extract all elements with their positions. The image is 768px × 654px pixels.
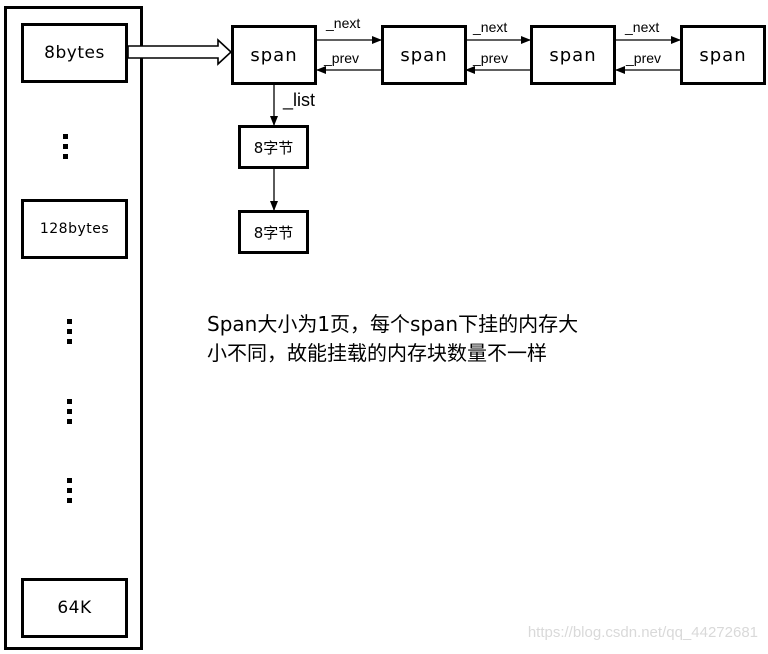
span-node: span bbox=[530, 25, 616, 85]
explanation-note: Span大小为1页，每个span下挂的内存大 小不同，故能挂载的内存块数量不一样 bbox=[207, 310, 647, 368]
block-arrow-icon bbox=[127, 38, 233, 66]
memory-block: 8字节 bbox=[238, 125, 309, 169]
size-class-label: 128bytes bbox=[39, 221, 110, 237]
next-label: _next bbox=[625, 19, 660, 35]
next-label: _next bbox=[473, 19, 508, 35]
note-line: Span大小为1页，每个span下挂的内存大 bbox=[207, 312, 579, 336]
prev-label: _prev bbox=[324, 50, 360, 66]
span-label: span bbox=[699, 44, 747, 66]
size-class-128bytes: 128bytes bbox=[21, 199, 128, 259]
span-label: span bbox=[250, 44, 298, 66]
memory-block-label: 8字节 bbox=[253, 223, 294, 242]
watermark: https://blog.csdn.net/qq_44272681 bbox=[527, 624, 758, 641]
size-class-label: 8bytes bbox=[44, 43, 105, 63]
span-node: span bbox=[680, 25, 766, 85]
size-class-64k: 64K bbox=[21, 578, 128, 638]
prev-label: _prev bbox=[626, 50, 662, 66]
size-class-8bytes: 8bytes bbox=[21, 23, 128, 83]
note-line: 小不同，故能挂载的内存块数量不一样 bbox=[207, 341, 547, 365]
prev-label: _prev bbox=[473, 50, 509, 66]
size-class-label: 64K bbox=[57, 598, 92, 618]
span-node: span bbox=[381, 25, 467, 85]
ellipsis-icon bbox=[67, 478, 73, 508]
list-label: _list bbox=[283, 90, 316, 110]
span-label: span bbox=[549, 44, 597, 66]
size-class-container bbox=[4, 6, 143, 650]
memory-block: 8字节 bbox=[238, 210, 309, 254]
ellipsis-icon bbox=[67, 319, 73, 349]
ellipsis-icon bbox=[67, 399, 73, 429]
span-label: span bbox=[400, 44, 448, 66]
memory-block-label: 8字节 bbox=[253, 138, 294, 157]
ellipsis-icon bbox=[63, 134, 69, 164]
next-label: _next bbox=[326, 15, 361, 31]
span-node: span bbox=[231, 25, 317, 85]
